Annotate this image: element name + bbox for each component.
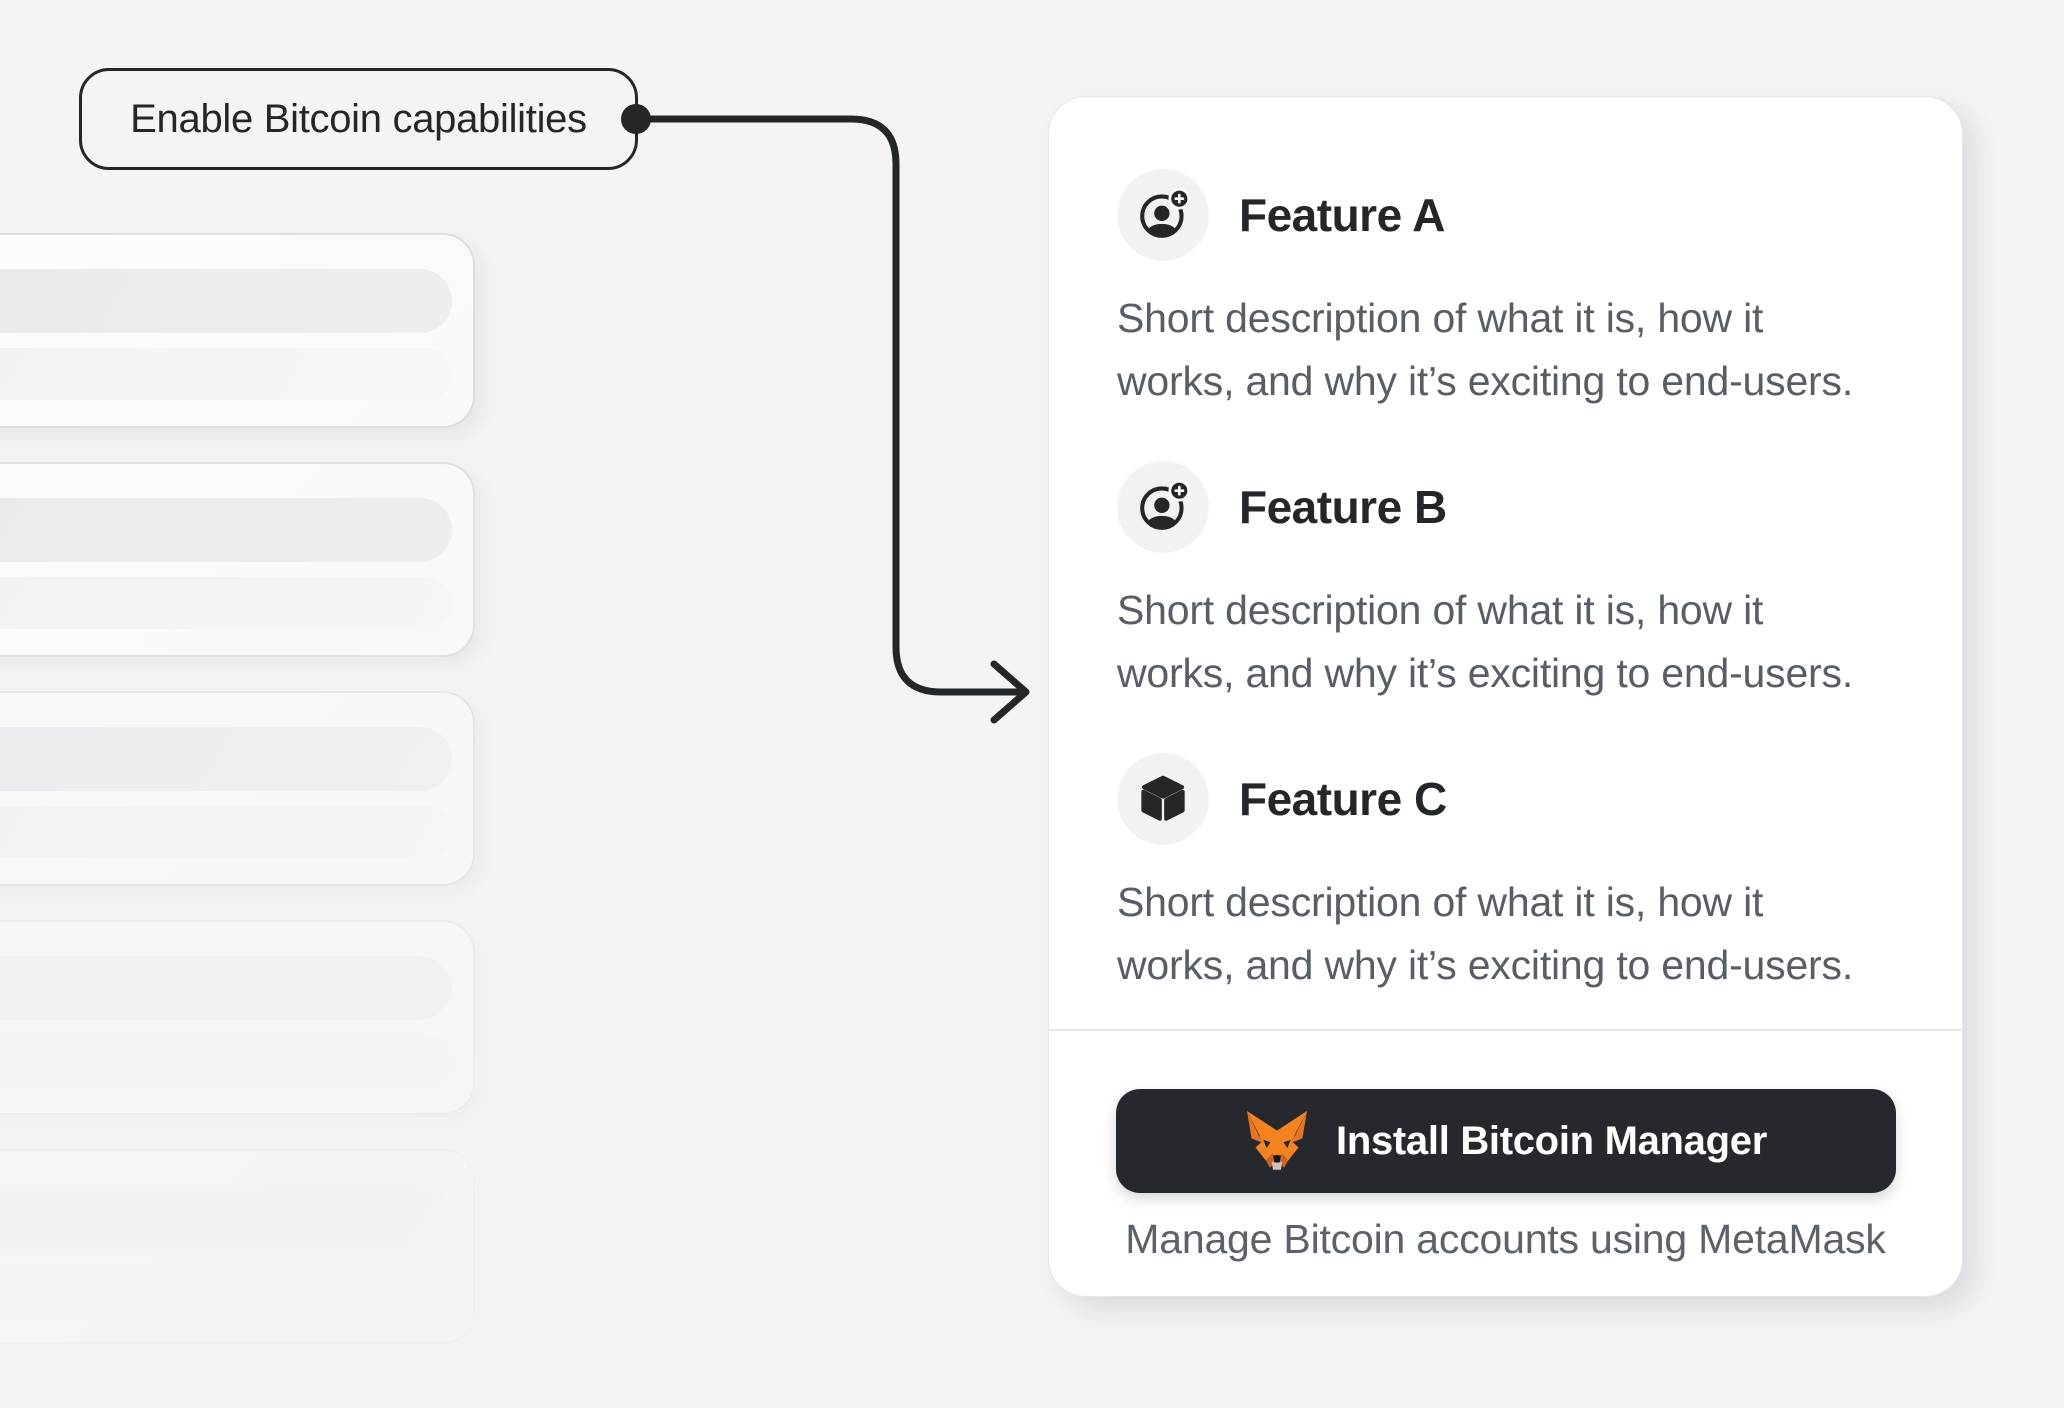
skeleton-card — [0, 233, 475, 428]
skeleton-pill — [0, 727, 452, 791]
feature-row: Feature A Short description of what it i… — [1117, 169, 1894, 413]
skeleton-pill — [0, 806, 452, 858]
skeleton-list — [0, 233, 475, 1344]
skeleton-card — [0, 462, 475, 657]
features-list: Feature A Short description of what it i… — [1049, 97, 1962, 1029]
feature-panel: Feature A Short description of what it i… — [1048, 96, 1963, 1297]
cube-icon — [1117, 753, 1209, 845]
skeleton-card — [0, 920, 475, 1115]
skeleton-card — [0, 691, 475, 886]
panel-footer: Install Bitcoin Manager Manage Bitcoin a… — [1049, 1029, 1962, 1298]
footer-caption: Manage Bitcoin accounts using MetaMask — [1125, 1216, 1886, 1262]
feature-title: Feature B — [1239, 481, 1447, 533]
feature-row: Feature B Short description of what it i… — [1117, 461, 1894, 705]
skeleton-pill — [0, 1264, 452, 1316]
skeleton-pill — [0, 956, 452, 1020]
feature-description: Short description of what it is, how it … — [1117, 879, 1854, 988]
skeleton-pill — [0, 1035, 452, 1087]
skeleton-pill — [0, 269, 452, 333]
annotation-label-text: Enable Bitcoin capabilities — [130, 96, 587, 141]
annotation-label: Enable Bitcoin capabilities — [79, 68, 638, 170]
install-bitcoin-manager-button[interactable]: Install Bitcoin Manager — [1115, 1089, 1896, 1193]
skeleton-pill — [0, 498, 452, 562]
feature-title: Feature A — [1239, 189, 1445, 241]
user-plus-icon — [1117, 461, 1209, 553]
feature-description: Short description of what it is, how it … — [1117, 587, 1854, 696]
arrowhead-icon — [990, 660, 1030, 724]
feature-header: Feature C — [1117, 753, 1894, 845]
feature-header: Feature A — [1117, 169, 1894, 261]
feature-title: Feature C — [1239, 773, 1447, 825]
metamask-fox-icon — [1244, 1111, 1310, 1171]
feature-description: Short description of what it is, how it … — [1117, 295, 1854, 404]
skeleton-pill — [0, 1185, 452, 1249]
user-plus-icon — [1117, 169, 1209, 261]
install-button-label: Install Bitcoin Manager — [1336, 1118, 1767, 1163]
feature-header: Feature B — [1117, 461, 1894, 553]
skeleton-card — [0, 1149, 475, 1344]
skeleton-pill — [0, 577, 452, 629]
skeleton-pill — [0, 348, 452, 400]
feature-row: Feature C Short description of what it i… — [1117, 753, 1894, 997]
